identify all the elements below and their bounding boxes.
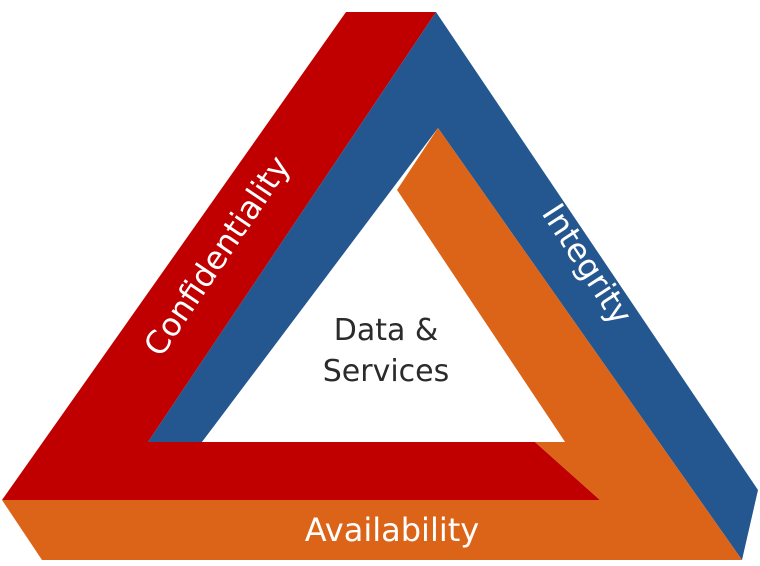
confidentiality-band [2, 12, 600, 500]
availability-label: Availability [305, 511, 479, 549]
center-triangle [202, 190, 565, 442]
integrity-band [148, 12, 758, 560]
center-label-line2: Services [323, 354, 450, 389]
availability-band [2, 128, 742, 560]
center-label-line1: Data & [334, 313, 439, 348]
